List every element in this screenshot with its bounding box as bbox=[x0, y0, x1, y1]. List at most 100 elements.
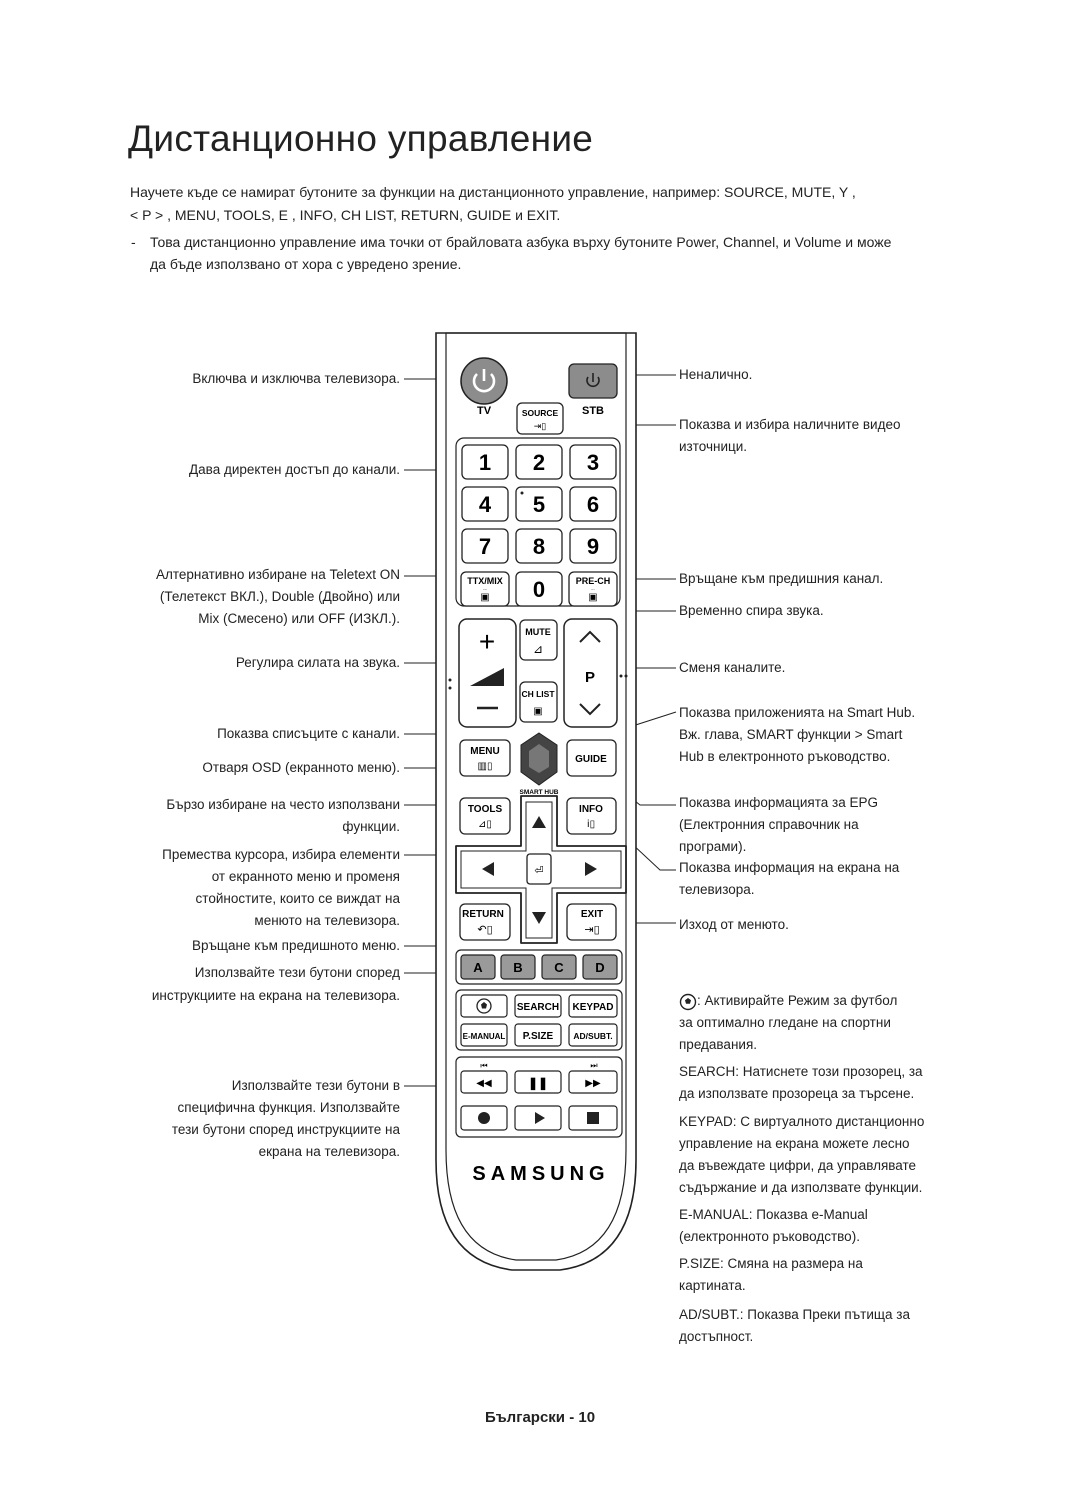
svg-text:⏭: ⏭ bbox=[590, 1061, 597, 1070]
color-button-label: B bbox=[513, 960, 522, 975]
label-media-2: специфична функция. Използвайте bbox=[177, 1100, 400, 1115]
svg-text:⏮: ⏮ bbox=[480, 1061, 487, 1070]
digit-1-button bbox=[461, 444, 509, 480]
adsubt-key-label: AD/SUBT. bbox=[573, 1031, 612, 1041]
label-nav-4: менюто на телевизора. bbox=[254, 913, 400, 928]
digit-3-button bbox=[569, 444, 617, 480]
label-ttx-1: Алтернативно избиране на Teletext ON bbox=[155, 567, 400, 582]
label-adsubt-1: AD/SUBT.: Показва Преки пътища за bbox=[679, 1307, 910, 1322]
smarthub-label: SMART HUB bbox=[520, 789, 559, 796]
color-button-label: A bbox=[473, 960, 483, 975]
digit-6-label: 6 bbox=[587, 492, 599, 517]
label-source-1: Показва и избира наличните видео bbox=[679, 417, 901, 432]
prech-label: PRE-CH bbox=[591, 588, 595, 590]
label-psize-1: P.SIZE: Смяна на размера на bbox=[679, 1256, 863, 1271]
label-chlist: Показва списъците с канали. bbox=[217, 726, 400, 741]
color-button-B bbox=[500, 954, 536, 980]
info-label: INFO bbox=[579, 804, 603, 815]
label-channel: Сменя каналите. bbox=[679, 660, 786, 675]
svg-text:+: + bbox=[479, 626, 495, 657]
label-football-1: : Активирайте Режим за футбол bbox=[697, 993, 898, 1008]
label-keypad-3: да въвеждате цифри, да управлявате bbox=[679, 1158, 917, 1173]
digit-5-label: 5 bbox=[533, 492, 545, 517]
ttx-label: TTX/MIX bbox=[483, 588, 487, 590]
search-key-label: SEARCH bbox=[517, 1002, 559, 1013]
svg-text:ⅰ▯: ⅰ▯ bbox=[587, 819, 595, 830]
label-football-2: за оптимално гледане на спортни bbox=[679, 1015, 891, 1030]
label-media-3: тези бутони според инструкциите на bbox=[171, 1122, 400, 1137]
digit-4-button bbox=[461, 486, 509, 522]
color-button-A bbox=[460, 954, 496, 980]
label-menu: Отваря OSD (екранното меню). bbox=[202, 760, 400, 775]
digit-9-button bbox=[569, 528, 617, 564]
svg-text:▣: ▣ bbox=[533, 706, 542, 717]
label-info-1: Показва информация на екрана на bbox=[679, 860, 900, 875]
prech-text: PRE-CH bbox=[576, 576, 611, 586]
svg-text:⏎: ⏎ bbox=[534, 865, 543, 877]
label-source-2: източници. bbox=[679, 439, 748, 454]
label-numbers: Дава директен достъп до канали. bbox=[189, 462, 400, 477]
svg-text:▣: ▣ bbox=[480, 592, 489, 603]
stb-label: STB bbox=[582, 405, 604, 417]
label-return: Връщане към предишното меню. bbox=[191, 938, 400, 953]
label-nav-1: Премества курсора, избира елементи bbox=[162, 847, 400, 862]
svg-text:▣: ▣ bbox=[588, 592, 597, 603]
color-button-label: D bbox=[595, 960, 604, 975]
label-keypad-2: управление на екрана можете лесно bbox=[679, 1136, 910, 1151]
chlist-label: CH LIST bbox=[521, 689, 555, 699]
label-football-3: предавания. bbox=[679, 1037, 758, 1052]
label-stb: Неналично. bbox=[679, 367, 753, 382]
label-search-2: да използвате прозореца за търсене. bbox=[679, 1086, 915, 1101]
label-ttx-3: Mix (Смесено) или OFF (ИЗКЛ.). bbox=[198, 611, 400, 626]
digit-2-button bbox=[515, 444, 563, 480]
digit-8-label: 8 bbox=[533, 534, 545, 559]
label-media-4: екрана на телевизора. bbox=[258, 1144, 400, 1159]
digit-5-button bbox=[515, 486, 563, 522]
svg-text:▶▶: ▶▶ bbox=[585, 1078, 601, 1089]
menu-label: MENU bbox=[470, 746, 499, 757]
keypad-key-label: KEYPAD bbox=[573, 1002, 614, 1013]
digit-4-label: 4 bbox=[479, 492, 492, 517]
label-smarthub-2: Вж. глава, SMART функции > Smart bbox=[679, 727, 903, 742]
note-line-1: Това дистанционно управление има точки о… bbox=[150, 234, 892, 250]
return-label: RETURN bbox=[462, 909, 504, 920]
label-color-2: инструкциите на екрана на телевизора. bbox=[151, 988, 400, 1003]
label-keypad-1: KEYPAD: С виртуалното дистанционно bbox=[679, 1114, 925, 1129]
tv-power-icon bbox=[472, 369, 496, 393]
label-smarthub-3: Hub в електронното ръководство. bbox=[679, 749, 891, 764]
intro-line-2: < P > , MENU, TOOLS, E , INFO, CH LIST, … bbox=[130, 207, 561, 223]
label-search-1: SEARCH: Натиснете този прозорец, за bbox=[679, 1064, 923, 1079]
label-tools-2: функции. bbox=[342, 819, 400, 834]
label-mute: Временно спира звука. bbox=[679, 603, 824, 618]
svg-text:❚❚: ❚❚ bbox=[528, 1076, 548, 1091]
source-label: SOURCE bbox=[522, 408, 559, 418]
svg-text:◀◀: ◀◀ bbox=[476, 1078, 492, 1089]
label-info-2: телевизора. bbox=[679, 882, 755, 897]
tools-label: TOOLS bbox=[468, 804, 503, 815]
label-guide-1: Показва информацията за EPG bbox=[679, 795, 878, 810]
svg-text:⇥▯: ⇥▯ bbox=[584, 924, 599, 936]
label-keypad-4: съдържание и да използвате функции. bbox=[679, 1180, 923, 1195]
digit-9-label: 9 bbox=[587, 534, 599, 559]
label-nav-2: от екранното меню и променя bbox=[211, 869, 400, 884]
intro-line-1: Научете къде се намират бутоните за функ… bbox=[130, 184, 856, 200]
color-button-label: C bbox=[554, 960, 564, 975]
guide-label: GUIDE bbox=[575, 754, 607, 765]
color-button-D bbox=[582, 954, 618, 980]
label-ttx-2: (Телетекст ВКЛ.), Double (Двойно) или bbox=[159, 589, 400, 604]
digit-2-label: 2 bbox=[533, 450, 545, 475]
exit-label: EXIT bbox=[581, 909, 603, 920]
label-smarthub-1: Показва приложенията на Smart Hub. bbox=[679, 705, 916, 720]
digit-1-label: 1 bbox=[479, 450, 491, 475]
digit-7-label: 7 bbox=[479, 534, 491, 559]
label-tools-1: Бързо избиране на често използвани bbox=[166, 797, 400, 812]
label-media-1: Използвайте тези бутони в bbox=[231, 1078, 400, 1093]
digit-7-button bbox=[461, 528, 509, 564]
label-exit: Изход от менюто. bbox=[679, 917, 789, 932]
digit-8-button bbox=[515, 528, 563, 564]
mute-label: MUTE bbox=[525, 627, 551, 637]
ttx-button bbox=[460, 571, 510, 607]
svg-text:⊿: ⊿ bbox=[533, 642, 543, 656]
digit-6-button bbox=[569, 486, 617, 522]
